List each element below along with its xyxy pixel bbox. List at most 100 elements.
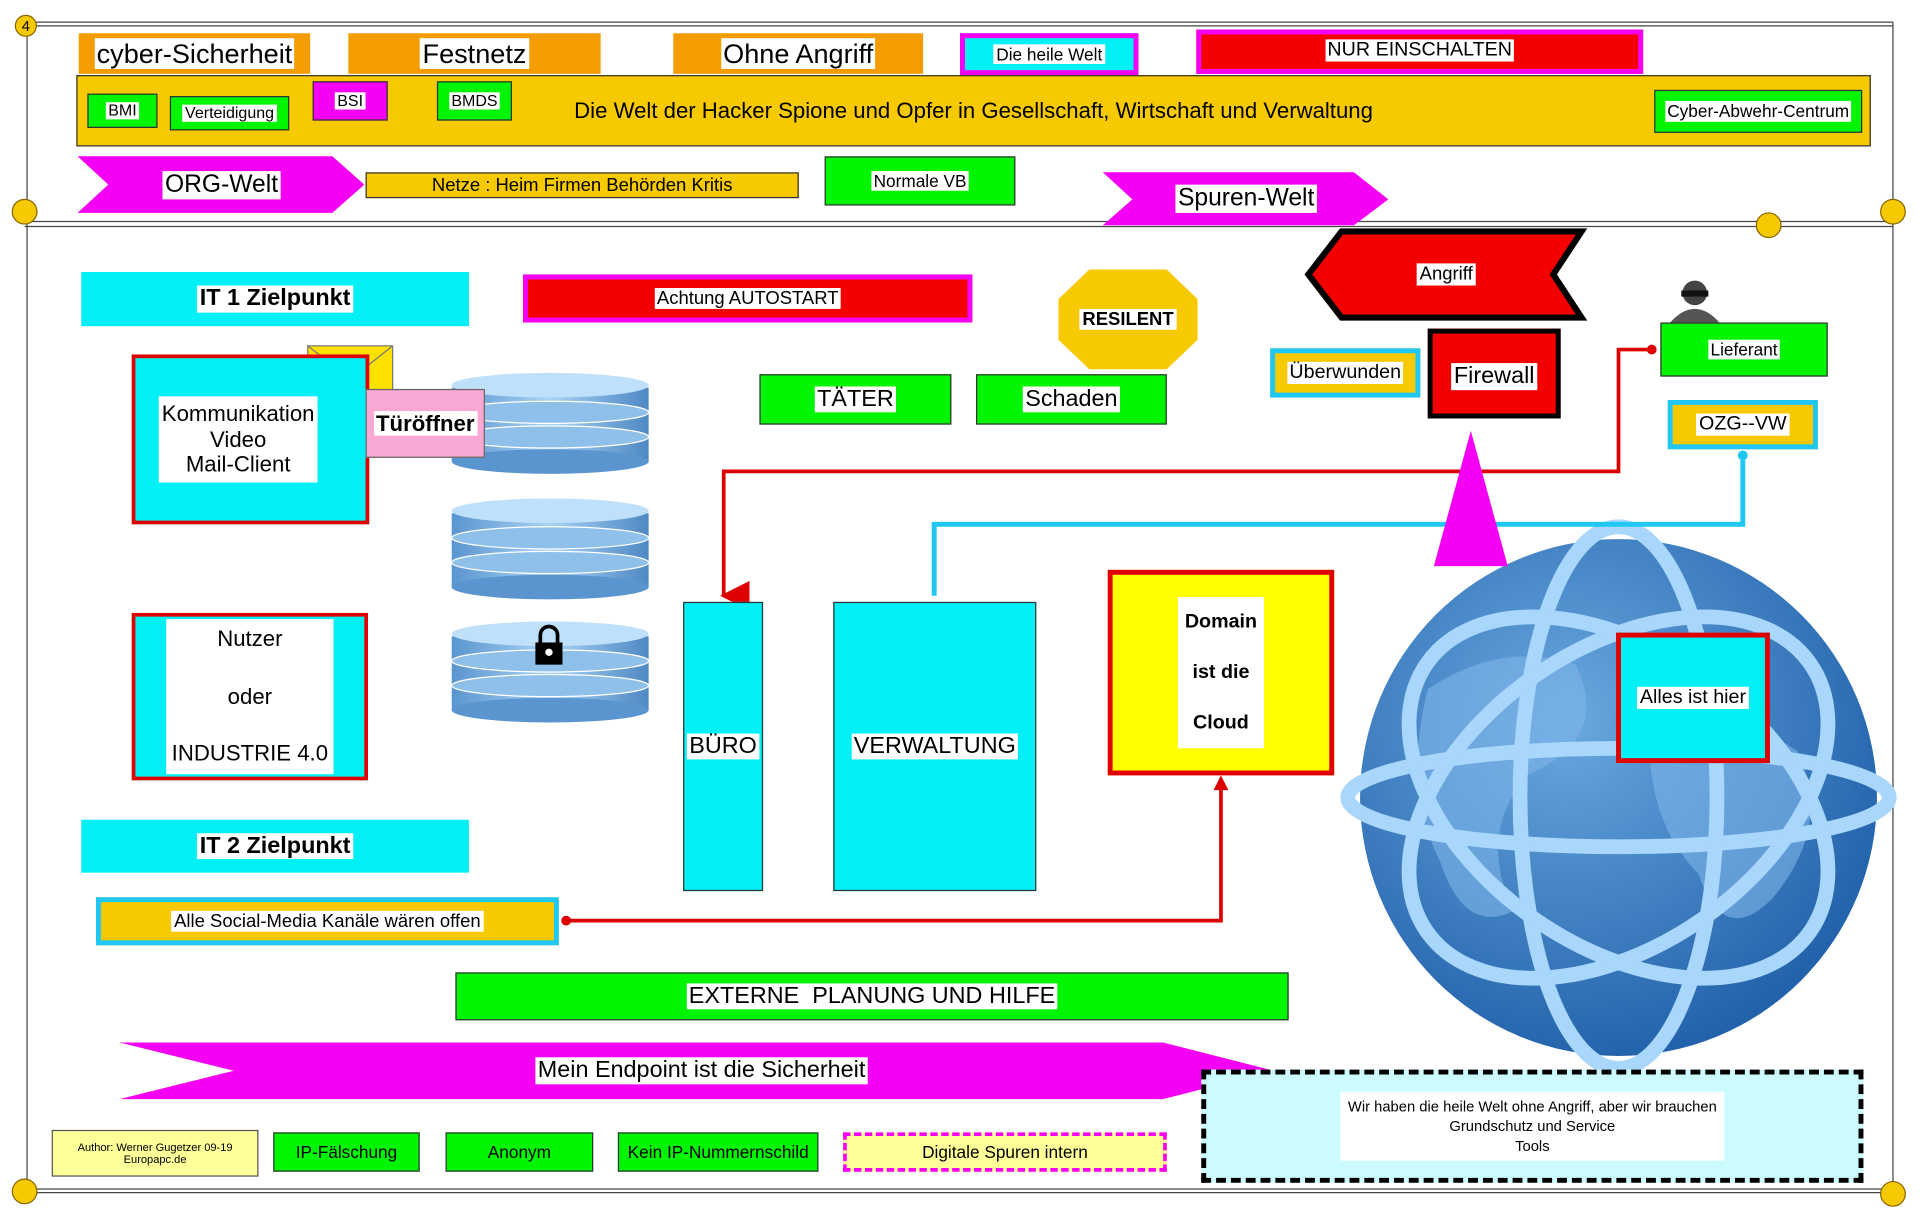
hacker-icon — [1670, 280, 1720, 323]
author-line: Europapc.de — [123, 1153, 187, 1166]
heile-welt-box: Die heile Welt — [960, 33, 1139, 76]
netze-bar: Netze : Heim Firmen Behörden Kritis — [365, 172, 799, 199]
externe-box: EXTERNE PLANUNG UND HILFE — [455, 972, 1289, 1021]
taeter-label: TÄTER — [814, 385, 897, 413]
endpoint: Mein Endpoint ist die Sicherheit — [246, 1042, 1157, 1099]
magenta-triangle — [1433, 430, 1508, 567]
frame-handles — [11, 198, 1906, 1207]
autostart-box: Achtung AUTOSTART — [523, 274, 973, 323]
ip-faelschung-label: IP-Fälschung — [295, 1142, 398, 1162]
spuren-welt: Spuren-Welt — [1132, 172, 1360, 225]
nur-einschalten-box: NUR EINSCHALTEN — [1196, 29, 1644, 74]
connector-lieferant-buero — [720, 347, 1652, 611]
domain-line: Cloud — [1193, 712, 1249, 734]
tueroeffner-label: Türöffner — [373, 410, 477, 437]
ozg-box: OZG--VW — [1667, 400, 1818, 450]
author-line: Author: Werner Gugetzer 09-19 — [77, 1140, 233, 1154]
firewall-box: Firewall — [1427, 328, 1561, 419]
wir-haben-line: Wir haben die heile Welt ohne Angriff, a… — [1347, 1097, 1717, 1116]
bsi-label: BSI — [334, 91, 366, 111]
kommunikation-line: Kommunikation — [161, 401, 315, 426]
bmi-box: BMI — [87, 93, 158, 129]
festnetz-box: Festnetz — [348, 33, 601, 74]
title-text: Die Welt der Hacker Spione und Opfer in … — [574, 97, 1373, 123]
ueberwunden-label: Überwunden — [1286, 361, 1404, 385]
globe-icon — [1340, 519, 1897, 1076]
resilent-label: RESILENT — [1079, 308, 1177, 331]
heile-welt-label: Die heile Welt — [993, 44, 1105, 65]
nutzer-box: Nutzer oder INDUSTRIE 4.0 — [131, 612, 369, 781]
bmds-box: BMDS — [436, 81, 513, 121]
domain-box: Domain ist die Cloud — [1107, 569, 1335, 776]
festnetz-label: Festnetz — [420, 37, 529, 70]
kommunikation-line: Mail-Client — [185, 452, 291, 477]
nur-einschalten-label: NUR EINSCHALTEN — [1324, 39, 1515, 63]
lieferant-box: Lieferant — [1660, 322, 1828, 377]
schaden-label: Schaden — [1022, 385, 1121, 413]
author-box: Author: Werner Gugetzer 09-19 Europapc.d… — [51, 1129, 259, 1177]
cyber-sicherheit-box: cyber-Sicherheit — [78, 33, 311, 74]
autostart-label: Achtung AUTOSTART — [654, 287, 841, 310]
ohne-angriff-box: Ohne Angriff — [673, 33, 924, 74]
alles-ist-hier-box: Alles ist hier — [1616, 632, 1770, 764]
it2-zielpunkt: IT 2 Zielpunkt — [81, 819, 469, 873]
wir-haben-box: Wir haben die heile Welt ohne Angriff, a… — [1201, 1069, 1864, 1183]
wir-haben-line: Tools — [1515, 1137, 1550, 1155]
verteidigung-box: Verteidigung — [169, 96, 290, 131]
ip-faelschung-box: IP-Fälschung — [273, 1132, 420, 1172]
cyber-abwehr-box: Cyber-Abwehr-Centrum — [1654, 89, 1863, 133]
bsi-box: BSI — [312, 81, 388, 121]
normale-vb-label: Normale VB — [871, 171, 969, 191]
verwaltung-label: VERWALTUNG — [851, 733, 1019, 760]
cyber-abwehr-label: Cyber-Abwehr-Centrum — [1664, 101, 1852, 122]
angriff: Angriff — [1342, 231, 1551, 317]
kein-ip-box: Kein IP-Nummernschild — [617, 1132, 819, 1172]
endpoint-label: Mein Endpoint ist die Sicherheit — [535, 1057, 868, 1085]
tueroeffner-box: Türöffner — [365, 388, 485, 458]
frame-lines — [24, 21, 1894, 1194]
it1-label: IT 1 Zielpunkt — [197, 285, 353, 313]
kommunikation-box: Kommunikation Video Mail-Client — [131, 354, 370, 525]
domain-line: ist die — [1192, 662, 1250, 684]
ueberwunden-box: Überwunden — [1270, 348, 1421, 398]
alles-label: Alles ist hier — [1637, 686, 1749, 710]
resilent: RESILENT — [1058, 270, 1197, 370]
netze-label: Netze : Heim Firmen Behörden Kritis — [431, 174, 733, 196]
it2-label: IT 2 Zielpunkt — [197, 832, 353, 860]
normale-vb-box: Normale VB — [824, 156, 1016, 206]
lieferant-label: Lieferant — [1708, 339, 1781, 360]
kommunikation-line: Video — [210, 426, 267, 452]
externe-label: EXTERNE PLANUNG UND HILFE — [686, 982, 1058, 1010]
angriff-label: Angriff — [1417, 263, 1476, 286]
taeter-box: TÄTER — [759, 374, 952, 425]
nutzer-line: oder — [227, 683, 273, 709]
org-welt: ORG-Welt — [111, 156, 333, 213]
domain-line: Domain — [1184, 611, 1258, 633]
nutzer-line: Nutzer — [217, 626, 283, 652]
buero-box: BÜRO — [683, 601, 764, 892]
bmds-label: BMDS — [448, 91, 501, 111]
connector-domain-social — [566, 782, 1223, 923]
digitale-label: Digitale Spuren intern — [922, 1142, 1088, 1162]
nutzer-line: INDUSTRIE 4.0 — [171, 741, 329, 766]
digitale-spuren-box: Digitale Spuren intern — [843, 1132, 1167, 1172]
firewall-label: Firewall — [1451, 363, 1537, 390]
verteidigung-label: Verteidigung — [182, 103, 277, 123]
social-label: Alle Social-Media Kanäle wären offen — [171, 910, 484, 932]
cyber-sicherheit-label: cyber-Sicherheit — [94, 37, 295, 70]
ohne-angriff-label: Ohne Angriff — [720, 37, 876, 70]
org-welt-label: ORG-Welt — [162, 170, 281, 199]
ozg-label: OZG--VW — [1696, 413, 1790, 436]
it1-zielpunkt: IT 1 Zielpunkt — [81, 272, 469, 327]
anonym-label: Anonym — [487, 1142, 551, 1162]
spuren-welt-label: Spuren-Welt — [1175, 184, 1317, 213]
schaden-box: Schaden — [976, 374, 1167, 425]
connector-ozg-verwaltung — [931, 455, 1746, 596]
wir-haben-line: Grundschutz und Service — [1449, 1117, 1616, 1135]
page-number-badge: 4 — [14, 14, 37, 37]
buero-label: BÜRO — [686, 733, 760, 760]
verwaltung-box: VERWALTUNG — [833, 601, 1037, 892]
kein-ip-label: Kein IP-Nummernschild — [627, 1142, 809, 1162]
social-media-box: Alle Social-Media Kanäle wären offen — [96, 897, 559, 946]
